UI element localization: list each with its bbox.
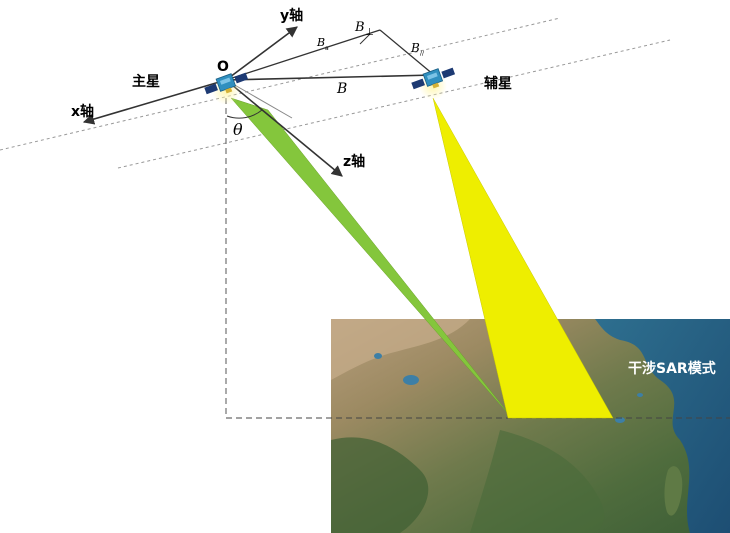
satellite-icon	[204, 72, 249, 95]
z-axis-label: z轴	[343, 153, 365, 170]
baseline-perp-line	[379, 29, 435, 76]
baseline-perp-label: B	[354, 20, 365, 35]
baseline-label: B	[336, 81, 347, 97]
baseline-line	[225, 74, 435, 81]
origin-label: O	[217, 59, 229, 75]
triangle-side	[359, 33, 371, 45]
z-axis-arrow	[225, 79, 343, 177]
y-axis-label: y轴	[280, 7, 303, 24]
look-angle-label: θ	[233, 120, 243, 139]
y-axis-arrow	[225, 26, 298, 81]
master-satellite	[204, 72, 249, 105]
baseline-perp-sub: ⊥	[365, 27, 374, 38]
master-satellite-label: 主星	[132, 73, 160, 90]
slave-satellite	[411, 67, 456, 100]
baseline-a-line	[225, 29, 381, 81]
x-axis-arrow	[82, 79, 227, 125]
mode-label: 干涉SAR模式	[628, 360, 716, 377]
slave-beam	[432, 97, 614, 419]
baseline-par-label: B	[410, 41, 420, 55]
master-beam	[230, 97, 513, 419]
x-axis-label: x轴	[71, 103, 94, 120]
orbit-line-lower	[117, 39, 671, 169]
look-angle-arc	[226, 109, 263, 119]
slave-satellite-label: 辅星	[484, 75, 512, 92]
baseline-a-sub: a	[325, 45, 329, 52]
baseline-a-label: B	[316, 36, 325, 49]
satellite-icon	[411, 67, 456, 90]
baseline-par-sub: //	[420, 50, 425, 57]
